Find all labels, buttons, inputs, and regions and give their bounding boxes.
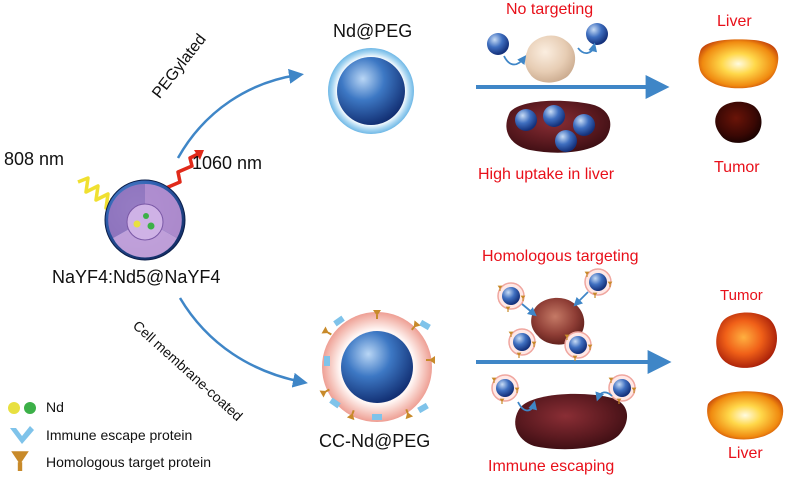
route-arrow-top [176, 68, 304, 159]
nanoparticle-top-left [487, 33, 509, 55]
membrane-nanoparticle-5 [492, 375, 520, 404]
top-panel-caption: High uptake in liver [478, 166, 615, 183]
nanoparticle-in-liver-1 [515, 109, 537, 131]
np-top-label: Nd@PEG [333, 21, 413, 41]
membrane-nanoparticle-4 [565, 332, 593, 361]
legend-immune-label: Immune escape protein [46, 427, 193, 443]
homologous-target-protein-icon [11, 451, 29, 471]
bottom-tumor-label: Tumor [720, 287, 763, 304]
immune-escape-protein-icon [10, 426, 34, 444]
tumor-tissue-bottom [531, 297, 585, 345]
top-liver-label: Liver [717, 13, 752, 30]
tumor-image-bottom [716, 312, 777, 368]
nanoparticle-in-liver-4 [555, 130, 577, 152]
tumor-image-top [715, 101, 762, 143]
legend-homologous-label: Homologous target protein [46, 454, 211, 470]
bottom-liver-label: Liver [728, 445, 763, 462]
liver-image-bottom [707, 391, 784, 440]
liver-image-top [698, 39, 779, 89]
incoming-wave-icon [77, 176, 117, 210]
route-arrow-bottom [178, 297, 308, 388]
tumor-tissue-top [525, 35, 576, 83]
wavelength-in-label: 808 nm [4, 149, 65, 169]
np-bottom-label: CC-Nd@PEG [319, 431, 431, 451]
bottom-panel-title: Homologous targeting [482, 248, 639, 265]
core-shell-nanoparticle-icon [104, 179, 186, 261]
nd-peg-nanoparticle-icon [328, 48, 414, 134]
bottom-panel-caption: Immune escaping [488, 458, 615, 475]
cc-nd-peg-nanoparticle-icon [319, 310, 435, 422]
core-name-label: NaYF4:Nd5@NaYF4 [52, 267, 221, 287]
nd-legend-icon [8, 402, 36, 414]
top-panel-title: No targeting [506, 1, 594, 18]
nanoparticle-in-liver-2 [543, 105, 565, 127]
wavelength-out-label: 1060 nm [192, 153, 263, 173]
nanoparticle-top-right [586, 23, 608, 45]
nanoparticle-in-liver-3 [573, 114, 595, 136]
membrane-nanoparticle-1 [498, 283, 526, 312]
membrane-nanoparticle-2 [585, 269, 613, 298]
liver-tissue-bottom [515, 393, 628, 450]
membrane-nanoparticle-3 [509, 329, 537, 358]
legend-nd-label: Nd [46, 399, 64, 415]
top-tumor-label: Tumor [714, 159, 760, 176]
